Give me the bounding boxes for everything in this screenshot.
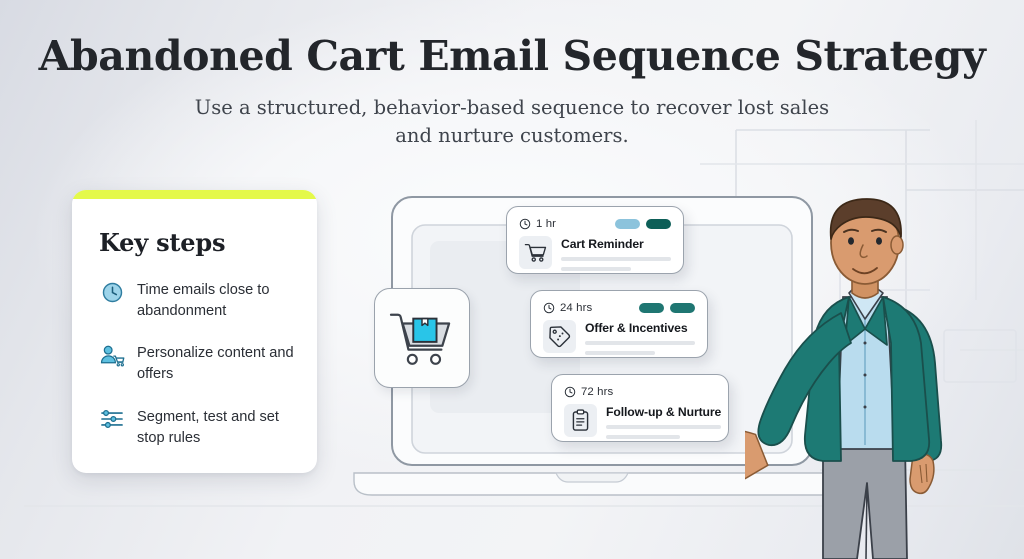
key-steps-list: Time emails close to abandonment	[99, 279, 295, 448]
sequence-card-time: 24 hrs	[543, 302, 592, 314]
key-steps-heading: Key steps	[99, 228, 226, 257]
sequence-card-label: Offer & Incentives	[585, 321, 688, 335]
placeholder-line	[606, 425, 722, 429]
price-tag-icon	[543, 320, 576, 353]
abandoned-cart-badge	[374, 288, 470, 388]
page-subtitle-line-2: and nurture customers.	[395, 123, 629, 147]
clock-icon	[564, 386, 576, 397]
header: Abandoned Cart Email Sequence Strategy U…	[0, 32, 1024, 149]
sequence-card-1[interactable]: 1 hr Cart Reminder	[506, 206, 684, 274]
status-pill	[670, 302, 695, 313]
page-subtitle-line-1: Use a structured, behavior-based sequenc…	[194, 96, 830, 120]
sequence-card-3[interactable]: 72 hrs Follow-up & Nurture	[551, 374, 729, 442]
sequence-card-pills	[639, 302, 695, 313]
sequence-card-2[interactable]: 24 hrs Offer & Incentives	[530, 290, 708, 358]
presenter-person-illustration	[745, 198, 943, 559]
status-pill	[646, 218, 671, 229]
person-cart-icon	[99, 342, 125, 372]
placeholder-line	[585, 341, 695, 345]
key-steps-accent-bar	[72, 190, 317, 199]
placeholder-line	[561, 257, 671, 261]
key-step-item: Time emails close to abandonment	[99, 279, 295, 321]
sequence-card-time-label: 1 hr	[536, 217, 557, 230]
sliders-icon	[99, 406, 125, 436]
sequence-card-time: 72 hrs	[564, 386, 613, 398]
key-step-label: Personalize content and offers	[137, 345, 294, 383]
shopping-cart-box-icon	[389, 313, 451, 365]
placeholder-line	[606, 435, 680, 439]
placeholder-line	[561, 267, 632, 271]
clock-icon	[99, 279, 125, 309]
sequence-card-time-label: 72 hrs	[581, 385, 614, 398]
key-step-label: Time emails close to abandonment	[137, 282, 270, 319]
key-step-label: Segment, test and set stop rules	[137, 408, 279, 446]
clock-icon	[519, 218, 531, 229]
sequence-card-time: 1 hr	[519, 218, 556, 230]
page-subtitle: Use a structured, behavior-based sequenc…	[0, 94, 1024, 149]
page-title: Abandoned Cart Email Sequence Strategy	[38, 32, 986, 80]
status-pill	[639, 302, 664, 313]
sequence-card-time-label: 24 hrs	[560, 301, 593, 314]
sequence-card-pills	[615, 218, 671, 229]
key-step-item: Segment, test and set stop rules	[99, 406, 295, 448]
key-step-item: Personalize content and offers	[99, 342, 295, 384]
status-pill	[615, 218, 640, 229]
clipboard-icon	[564, 404, 597, 437]
clock-icon	[543, 302, 555, 313]
key-steps-card: Key steps Time emails close to abandonme…	[72, 190, 317, 473]
shopping-cart-icon	[519, 236, 552, 269]
placeholder-line	[585, 351, 656, 355]
sequence-card-label: Follow-up & Nurture	[606, 405, 722, 419]
sequence-card-label: Cart Reminder	[561, 237, 644, 251]
